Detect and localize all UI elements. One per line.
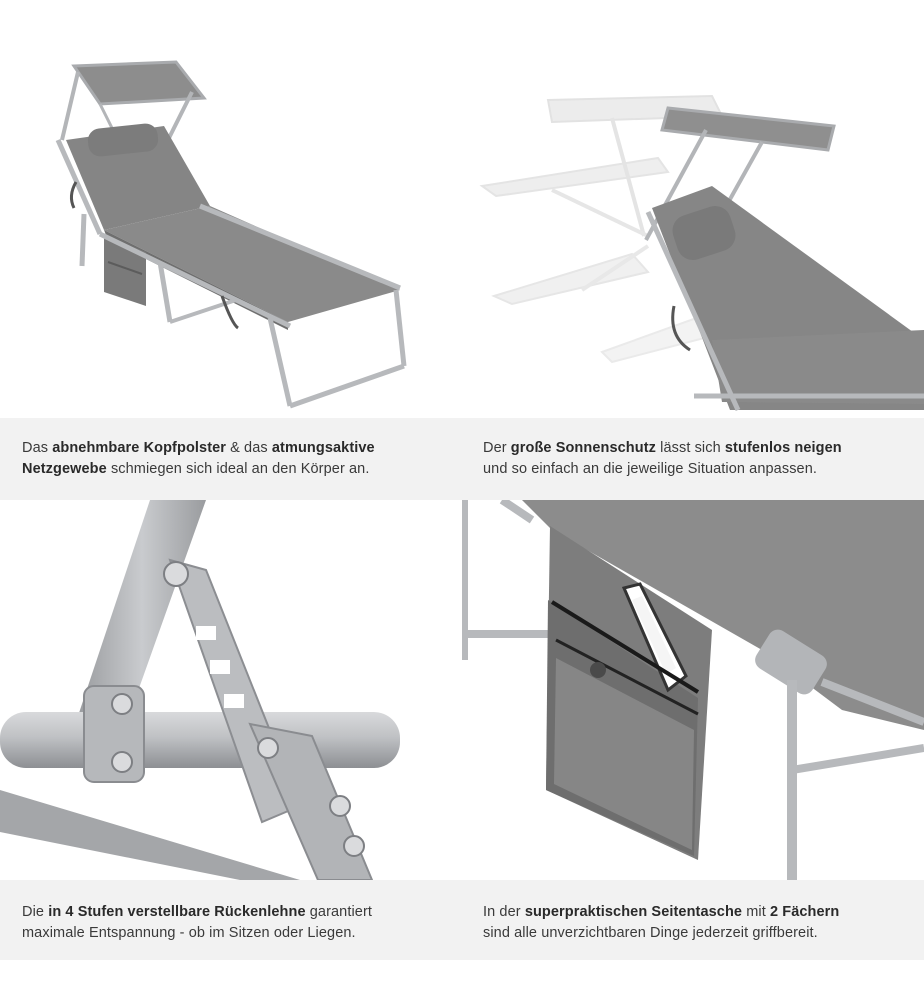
lounger-overview-image [0,0,462,418]
caption-text: Der [483,440,511,456]
caption-highlight: große Sonnenschutz [510,440,656,456]
caption-highlight: 2 Fächern [769,904,840,920]
caption-text: Das [22,440,53,456]
caption-highlight: in 4 Stufen verstellbare Rückenlehne [48,904,306,920]
caption-highlight: abnehmbare Kopfpolster [52,440,227,456]
caption-text: schmiegen sich ideal an den Körper an. [106,461,370,477]
caption-highlight: superpraktischen Seitentasche [524,904,743,920]
caption-highlight: Netzgewebe [22,461,107,477]
caption-text: maximale Entspannung - ob im Sitzen oder… [22,925,356,941]
side-pocket-image [462,500,924,880]
caption-text: & das [226,440,272,456]
caption-side-pocket: In der superpraktischen Seitentasche mit… [483,902,913,944]
caption-text: lässt sich [656,440,725,456]
backrest-mechanism-image [0,500,462,880]
sunshade-adjust-image [462,0,924,418]
caption-text: mit [742,904,770,920]
caption-highlight: stufenlos neigen [724,440,842,456]
caption-text: und so einfach an die jeweilige Situatio… [483,461,817,477]
caption-headrest: Das abnehmbare Kopfpolster & das atmungs… [22,438,442,480]
caption-text: sind alle unverzichtbaren Dinge jederzei… [483,925,818,941]
caption-text: garantiert [305,904,373,920]
caption-text: Die [22,904,49,920]
caption-sunshade: Der große Sonnenschutz lässt sich stufen… [483,438,903,480]
bottom-caption-band [0,880,924,960]
top-caption-band [0,418,924,500]
caption-highlight: atmungsaktive [271,440,375,456]
caption-backrest: Die in 4 Stufen verstellbare Rückenlehne… [22,902,452,944]
caption-text: In der [483,904,525,920]
